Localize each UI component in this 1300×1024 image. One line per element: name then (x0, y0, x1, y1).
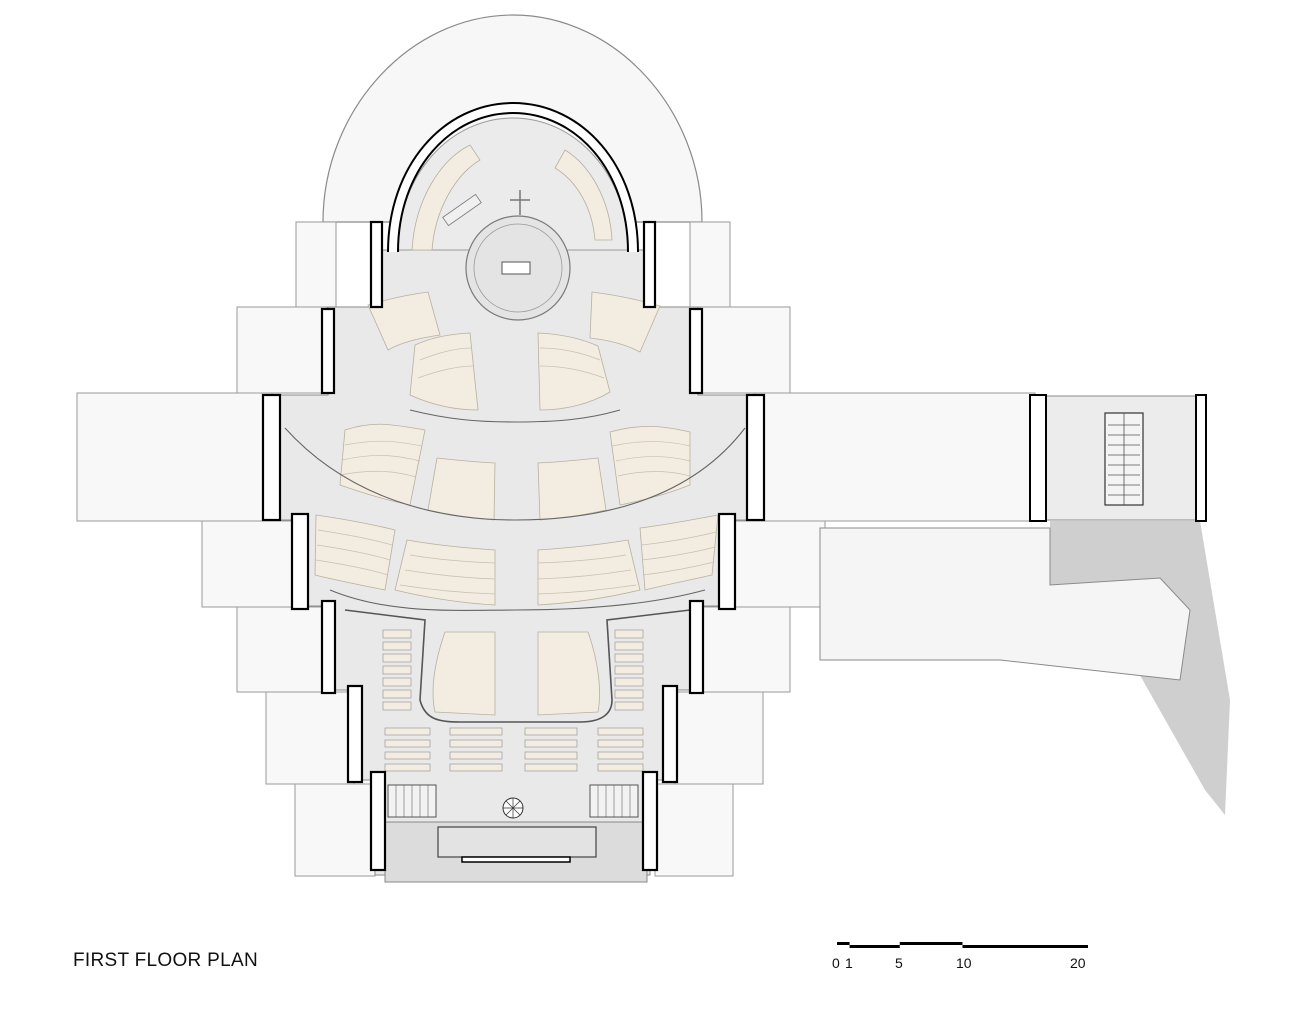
plan-title: FIRST FLOOR PLAN (73, 950, 258, 971)
scale-bar-segment (837, 942, 850, 945)
cross-symbol (510, 190, 530, 215)
right-wall-piers (641, 220, 766, 872)
seating-blocks (314, 144, 719, 716)
scale-bar: 0 1 5 10 20 (832, 942, 1088, 971)
scale-label-5: 5 (895, 955, 903, 971)
choir-bench (442, 193, 482, 227)
aisle-arcs (284, 409, 746, 611)
scale-label-20: 20 (1070, 955, 1086, 971)
altar-table (501, 261, 531, 275)
scale-bar-segment (849, 945, 900, 948)
scale-label-1: 1 (845, 955, 853, 971)
annex-wall-right (1195, 394, 1207, 522)
right-annex (819, 394, 1230, 815)
annex-stair-treads (1108, 413, 1140, 505)
left-stepped-masses (76, 221, 376, 877)
narthex-balcony (437, 826, 597, 858)
annex-wall-left (1029, 394, 1047, 522)
scale-label-10: 10 (956, 955, 972, 971)
front-pews (384, 727, 644, 772)
annex-bridge (819, 527, 1191, 681)
scale-bar-segment (899, 942, 963, 945)
left-wall-piers (261, 220, 387, 872)
entry-threshold (461, 856, 571, 863)
spiral-stair (502, 797, 524, 819)
scale-bar-segment (962, 945, 1088, 948)
right-stepped-masses (654, 221, 1036, 877)
scale-label-0: 0 (832, 955, 840, 971)
pew-row-lines (315, 347, 717, 595)
sanctuary-curve (344, 609, 691, 723)
side-pews (382, 629, 644, 711)
